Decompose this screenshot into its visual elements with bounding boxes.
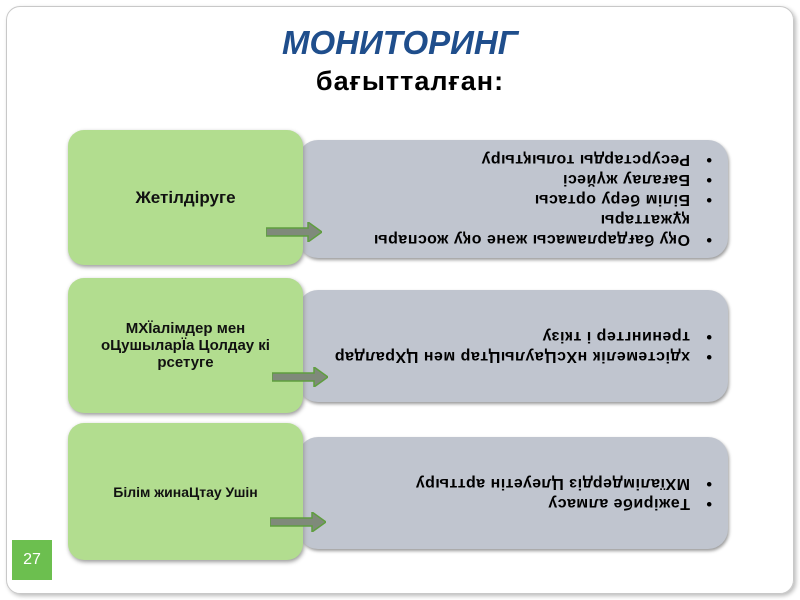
list-item: МХїалімдердіз Цлеуетін арттыру	[298, 473, 690, 493]
items-box-2: хдістемелік нХсЦаулыЦтар мен ЦХралдар тр…	[298, 290, 728, 402]
category-box-1: Жетілдіруге	[68, 130, 303, 265]
slide-frame	[6, 6, 794, 594]
list-item: Бағалау жүйесі	[298, 169, 690, 189]
list-item: тренингтер і ткізу	[298, 326, 690, 346]
items-list: хдістемелік нХсЦаулыЦтар мен ЦХралдар тр…	[298, 290, 728, 402]
category-box-2: МХЇалімдер мен оЦушыларЇа Цолдау кі рсет…	[68, 278, 303, 413]
list-item: Тәжірибе алмасу	[298, 493, 690, 513]
slide-title: МОНИТОРИНГ	[282, 24, 518, 61]
list-item: Ресурстарды толықтыру	[298, 149, 690, 169]
slide-subtitle: бағытталған:	[315, 66, 505, 96]
list-item: хдістемелік нХсЦаулыЦтар мен ЦХралдар	[298, 346, 690, 366]
category-box-3: Білім жинаЦтау Ушін	[68, 423, 303, 560]
list-item: Оқу бағдарламасы және оқу жоспары құжатт…	[298, 209, 690, 249]
arrow-right-icon	[266, 222, 322, 242]
list-item: Білім беру ортасы	[298, 189, 690, 209]
items-box-1: Оқу бағдарламасы және оқу жоспары құжатт…	[298, 140, 728, 258]
arrow-right-icon	[270, 512, 326, 532]
items-box-3: Тәжірибе алмасу МХїалімдердіз Цлеуетін а…	[298, 437, 728, 549]
items-list: Тәжірибе алмасу МХїалімдердіз Цлеуетін а…	[298, 437, 728, 549]
arrow-right-icon	[272, 367, 328, 387]
items-list: Оқу бағдарламасы және оқу жоспары құжатт…	[298, 140, 728, 258]
page-number: 27	[12, 540, 52, 580]
